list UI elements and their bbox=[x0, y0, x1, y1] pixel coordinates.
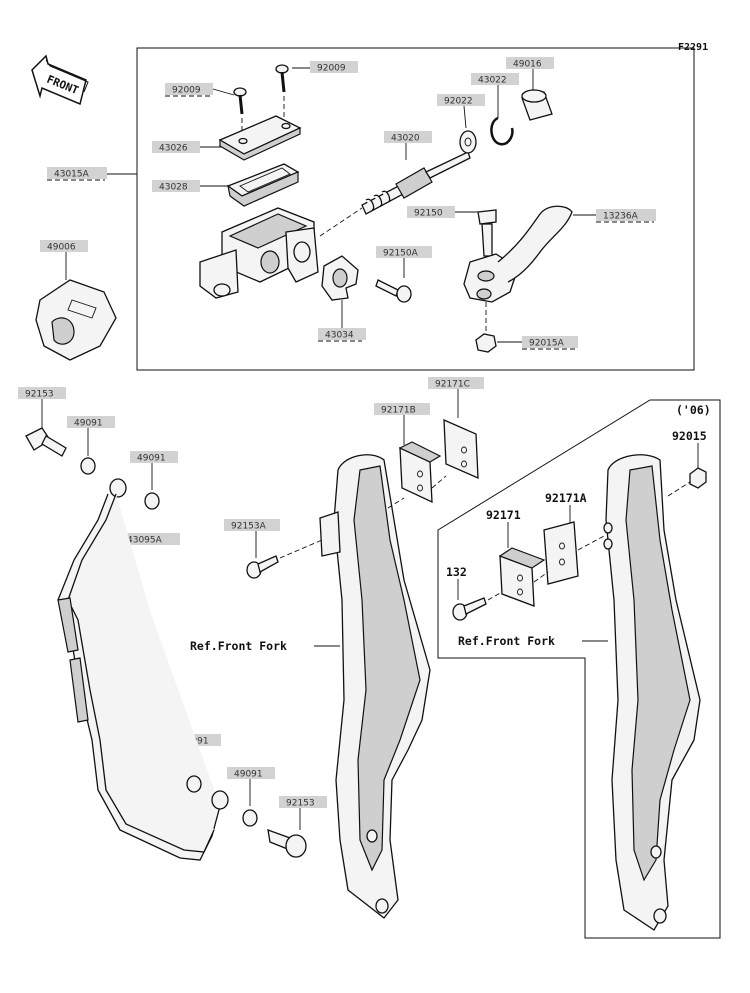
svg-text:49006: 49006 bbox=[47, 243, 76, 253]
part-label-92009b: 92009 bbox=[165, 83, 235, 97]
svg-text:92015A: 92015A bbox=[529, 339, 565, 349]
nut-92015A bbox=[475, 333, 497, 353]
bolt-92150A bbox=[375, 279, 412, 303]
part-label-92171: 92171 bbox=[486, 508, 521, 522]
svg-text:92171C: 92171C bbox=[435, 380, 470, 390]
part-label-43015A: 43015A bbox=[47, 167, 137, 181]
washer-49091-d bbox=[242, 809, 258, 827]
svg-text:49016: 49016 bbox=[513, 60, 542, 70]
boot-49016 bbox=[521, 89, 553, 121]
bolt-92153A bbox=[246, 555, 279, 579]
banjo-bolt-92153-lower bbox=[267, 829, 307, 858]
lever-pivot-bolt-92150 bbox=[477, 209, 497, 257]
year-variant-frame bbox=[437, 399, 721, 939]
svg-text:49091: 49091 bbox=[74, 419, 103, 429]
part-label-92015: 92015 bbox=[672, 429, 707, 443]
washer-49091-b bbox=[144, 492, 160, 510]
bracket-92171B bbox=[398, 441, 442, 504]
svg-text:13236A: 13236A bbox=[603, 212, 639, 222]
bracket-92171 bbox=[498, 547, 546, 607]
brake-hose-43095A bbox=[57, 478, 229, 861]
svg-text:92009: 92009 bbox=[317, 64, 346, 74]
nut-92015 bbox=[689, 467, 707, 489]
part-label-92009a: 92009 bbox=[292, 61, 358, 74]
master-cylinder-body bbox=[199, 207, 319, 299]
svg-text:49091: 49091 bbox=[137, 454, 166, 464]
svg-text:43022: 43022 bbox=[478, 76, 507, 86]
svg-text:92153A: 92153A bbox=[231, 522, 267, 532]
snap-ring-43022 bbox=[490, 116, 514, 146]
svg-text:43026: 43026 bbox=[159, 144, 188, 154]
svg-text:92153: 92153 bbox=[25, 390, 54, 400]
part-label-49006: 49006 bbox=[40, 240, 88, 280]
part-label-43022: 43022 bbox=[471, 73, 519, 118]
part-label-92150: 92150 bbox=[407, 206, 478, 219]
lever-cover-49006 bbox=[35, 279, 117, 361]
part-label-49091b: 49091 bbox=[130, 451, 178, 490]
part-label-13236A: 13236A bbox=[573, 209, 656, 223]
svg-text:92009: 92009 bbox=[172, 86, 201, 96]
svg-text:43095A: 43095A bbox=[127, 536, 163, 546]
svg-text:92153: 92153 bbox=[286, 799, 315, 809]
part-label-92171B: 92171B bbox=[374, 403, 430, 445]
fork-guard-right bbox=[603, 454, 701, 931]
part-label-92153b: 92153 bbox=[279, 796, 327, 830]
part-label-43034: 43034 bbox=[318, 300, 366, 342]
bracket-92171C bbox=[443, 418, 479, 480]
part-label-92150A: 92150A bbox=[376, 246, 432, 278]
part-label-92171A: 92171A bbox=[545, 491, 587, 505]
washer-49091-a bbox=[80, 457, 96, 475]
svg-text:43028: 43028 bbox=[159, 183, 188, 193]
part-label-49091d: 49091 bbox=[227, 767, 275, 806]
part-label-49091a: 49091 bbox=[67, 416, 115, 456]
clutch-lever-13236A bbox=[463, 205, 573, 303]
screw-92009-top bbox=[275, 64, 289, 93]
screw-92009-left bbox=[233, 87, 247, 115]
part-label-92171C: 92171C bbox=[428, 377, 484, 418]
part-label-92022: 92022 bbox=[437, 94, 485, 129]
bracket-92171A bbox=[543, 521, 579, 585]
banjo-bolt-92153-upper bbox=[25, 427, 67, 457]
svg-text:49091: 49091 bbox=[234, 770, 263, 780]
svg-text:43034: 43034 bbox=[325, 331, 354, 341]
svg-text:92022: 92022 bbox=[444, 97, 473, 107]
piston-assembly-43020 bbox=[361, 151, 471, 215]
part-label-43028: 43028 bbox=[152, 180, 230, 193]
fork-guard-left bbox=[319, 454, 431, 919]
bolt-132 bbox=[452, 597, 487, 621]
part-label-92015A: 92015A bbox=[497, 336, 578, 350]
part-label-92153a: 92153 bbox=[18, 387, 66, 428]
part-label-132: 132 bbox=[446, 565, 467, 579]
ref-front-fork-label-left: Ref.Front Fork bbox=[190, 639, 287, 653]
front-arrow-icon: FRONT bbox=[31, 54, 89, 106]
washer-92022 bbox=[459, 130, 477, 154]
part-label-92153A: 92153A bbox=[224, 519, 280, 558]
year-label: ('06) bbox=[676, 403, 711, 417]
ref-front-fork-label-right: Ref.Front Fork bbox=[458, 634, 555, 648]
part-label-43020: 43020 bbox=[384, 131, 432, 160]
master-cylinder-frame bbox=[136, 47, 695, 371]
washer-49091-c bbox=[186, 775, 202, 793]
svg-text:92150: 92150 bbox=[414, 209, 443, 219]
part-label-49016: 49016 bbox=[506, 57, 554, 90]
svg-text:43020: 43020 bbox=[391, 134, 420, 144]
svg-text:92171B: 92171B bbox=[381, 406, 416, 416]
svg-text:92150A: 92150A bbox=[383, 249, 419, 259]
svg-text:43015A: 43015A bbox=[54, 170, 90, 180]
